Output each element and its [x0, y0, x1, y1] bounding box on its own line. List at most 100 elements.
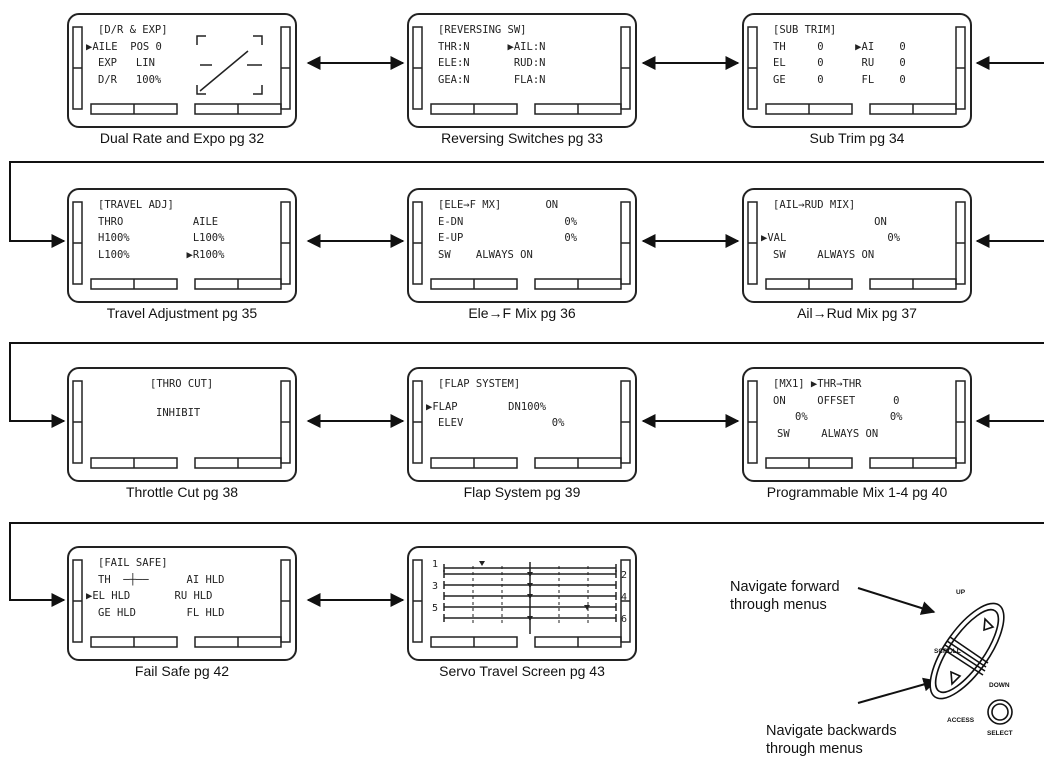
servo-channel-number: 2 [621, 570, 628, 581]
lcd-line: THRO AILE [98, 216, 219, 228]
lcd-line: ELE:N RUD:N [438, 57, 546, 69]
screen-frame [412, 201, 631, 290]
lcd-line: E-UP 0% [438, 232, 578, 244]
screen-frame [72, 559, 291, 648]
lcd-line: [TRAVEL ADJ] [98, 199, 174, 211]
lcd-line: ▶FLAP DN100% [426, 401, 547, 413]
lcd-line: TH 0 ▶AI 0 [773, 41, 906, 53]
lcd-line: ▶AILE POS 0 [86, 41, 162, 53]
lcd-line: D/R 100% [98, 74, 162, 86]
lcd-line: [MX1] ▶THR→THR [773, 378, 862, 390]
lcd-line: [SUB TRIM] [773, 24, 837, 36]
lcd-line: [D/R & EXP] [98, 24, 168, 36]
down-triangle-icon [950, 670, 962, 686]
screen-caption: Servo Travel Screen pg 43 [439, 663, 605, 679]
screen-frame [412, 559, 631, 648]
rate-curve [199, 50, 249, 92]
select-label: SELECT [987, 730, 1013, 737]
lcd-screen: [AIL→RUD MIX] ON ▶VAL 0% SW ALWAYS ON [742, 188, 972, 303]
servo-travel-bars [443, 561, 617, 634]
lcd-line: EXP LIN [98, 57, 155, 69]
up-label: UP [956, 589, 966, 596]
lcd-screen: [FLAP SYSTEM] ▶FLAP DN100% ELEV 0% [407, 367, 637, 482]
scroll-knob-icon [929, 602, 1005, 700]
servo-channel-number: 4 [621, 592, 628, 603]
screen-caption: Fail Safe pg 42 [134, 663, 230, 679]
lcd-line: ▶VAL 0% [761, 232, 901, 244]
servo-position-marker [527, 616, 533, 621]
lcd-line: EL 0 RU 0 [773, 57, 906, 69]
lcd-display: [D/R & EXP] ▶AILE POS 0 EXP LIN D/R 100% [86, 21, 272, 107]
screen-frame [747, 201, 966, 290]
lcd-line: [FLAP SYSTEM] [438, 378, 521, 390]
lcd-line: [AIL→RUD MIX] [773, 199, 856, 211]
lcd-line: GE 0 FL 0 [773, 74, 906, 86]
lcd-display: [THRO CUT]INHIBIT [92, 375, 272, 461]
access-label: ACCESS [947, 717, 975, 724]
graph-corner [196, 85, 206, 95]
lcd-display: [AIL→RUD MIX] ON ▶VAL 0% SW ALWAYS ON [761, 196, 947, 282]
row-connector [9, 342, 1044, 428]
lcd-line: SW ALWAYS ON [777, 428, 879, 440]
lcd-line: GE HLD FL HLD [98, 607, 225, 619]
lcd-screen: [ELE→F MX] ON E-DN 0% E-UP 0% SW ALWAYS ON [407, 188, 637, 303]
screen-frame [72, 201, 291, 290]
servo-position-marker [527, 572, 533, 577]
screen-caption: Travel Adjustment pg 35 [106, 305, 258, 321]
screen-frame [412, 380, 631, 469]
up-triangle-icon [983, 617, 995, 632]
lcd-line: SW ALWAYS ON [438, 249, 533, 261]
lcd-line: SW ALWAYS ON [773, 249, 875, 261]
screen-caption: Dual Rate and Expo pg 32 [99, 130, 265, 146]
backward-note: Navigate backwards through menus [766, 722, 897, 758]
screen-frame [412, 26, 631, 115]
screen-caption: Programmable Mix 1-4 pg 40 [766, 484, 948, 500]
screen-frame [747, 26, 966, 115]
screen-caption: Ail→Rud Mix pg 37 [797, 305, 917, 321]
servo-channel-number: 5 [432, 603, 439, 614]
servo-channel-number: 6 [621, 614, 628, 625]
backward-note-line: through menus [766, 741, 863, 757]
lcd-line: L100% ▶R100% [98, 249, 225, 261]
servo-position-marker [527, 594, 533, 599]
lcd-line: [THRO CUT] [150, 378, 214, 390]
lcd-line: [FAIL SAFE] [98, 557, 168, 569]
lcd-line: E-DN 0% [438, 216, 578, 228]
lcd-line: [ELE→F MX] ON [438, 199, 559, 211]
lcd-screen: [D/R & EXP] ▶AILE POS 0 EXP LIN D/R 100% [67, 13, 297, 128]
graph-corner [253, 35, 263, 45]
lcd-display: [ELE→F MX] ON E-DN 0% E-UP 0% SW ALWAYS ON [432, 196, 612, 282]
lcd-display: [FLAP SYSTEM] ▶FLAP DN100% ELEV 0% [426, 375, 612, 461]
lcd-line: ELEV 0% [438, 417, 565, 429]
screen-caption: Reversing Switches pg 33 [441, 130, 603, 146]
lcd-line: ON [773, 216, 887, 228]
servo-position-marker [584, 605, 590, 610]
screen-frame [747, 380, 966, 469]
scroll-label: SCROLL [934, 648, 961, 655]
forward-note-line: Navigate forward [730, 579, 840, 595]
servo-channel-number: 1 [432, 559, 439, 570]
lcd-line: GEA:N FLA:N [438, 74, 546, 86]
lcd-display: [SUB TRIM] TH 0 ▶AI 0 EL 0 RU 0 GE 0 FL 0 [767, 21, 947, 107]
lcd-line: ON OFFSET 0 [773, 395, 900, 407]
forward-note-line: through menus [730, 597, 827, 613]
row-connector [9, 522, 1044, 607]
lcd-line: THR:N ▶AIL:N [438, 41, 546, 53]
graph-corner [196, 35, 206, 45]
backward-note-line: Navigate backwards [766, 723, 897, 739]
servo-position-marker [527, 583, 533, 588]
screen-caption: Flap System pg 39 [463, 484, 581, 500]
backward-note-arrow [857, 677, 938, 704]
down-label: DOWN [989, 682, 1010, 689]
screen-frame [72, 26, 291, 115]
screen-caption: Sub Trim pg 34 [809, 130, 905, 146]
